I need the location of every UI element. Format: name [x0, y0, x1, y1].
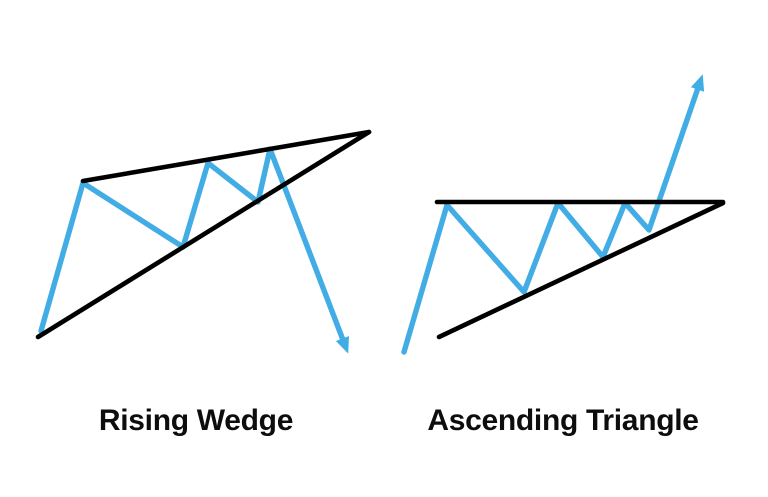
rising-wedge-support-trendline — [35, 129, 372, 340]
rising-wedge-diagram — [35, 129, 372, 354]
rising-wedge-resistance-trendline — [80, 129, 372, 184]
ascending-triangle-label: Ascending Triangle — [427, 404, 699, 437]
rising-wedge-label: Rising Wedge — [98, 404, 294, 437]
ascending-triangle-support-trendline — [436, 200, 726, 340]
ascending-triangle-diagram — [401, 74, 726, 355]
ascending-triangle-price-path — [401, 74, 705, 355]
